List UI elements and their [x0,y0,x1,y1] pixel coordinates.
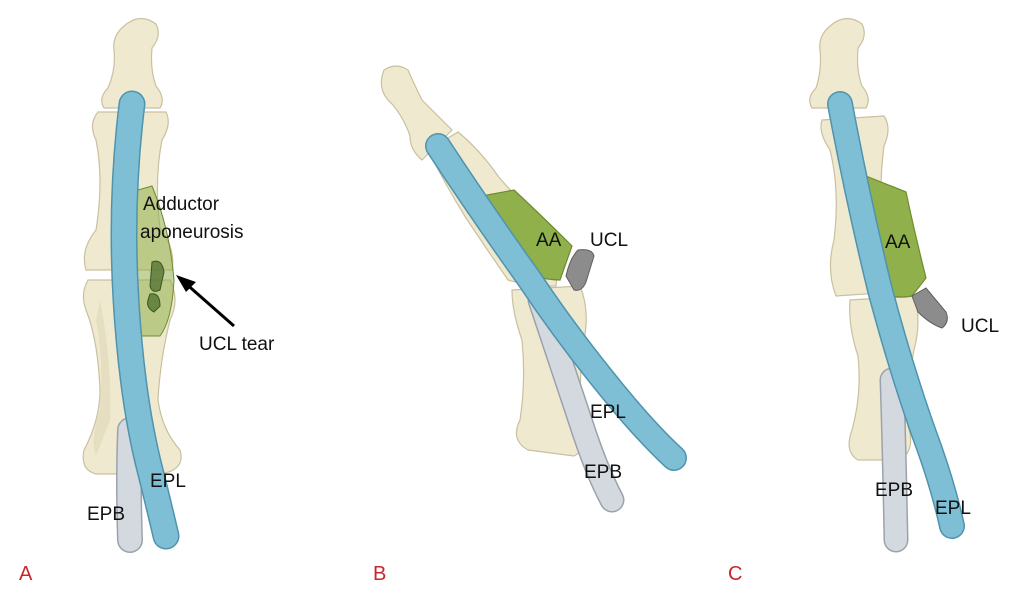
panel-c-epl-tendon [828,92,964,538]
panel-b-ucl [565,249,595,291]
panel-c-ucl [911,287,948,329]
panel-c-aa-label: AA [885,232,911,253]
panel-a-ucl-tear-arrow [183,280,235,328]
panel-a-epb-label: EPB [87,504,125,525]
panel-b-aa-label: AA [536,230,562,251]
panel-c-epl-label: EPL [935,498,971,519]
panel-c-epb-tendon [881,369,907,551]
panel-c-distal-phalanx [809,17,869,109]
panel-a-ucl-tear-arrowhead [176,275,196,292]
panel-a-adductor-label-2: aponeurosis [140,222,244,243]
panel-b-epl-label: EPL [590,402,626,423]
panel-a-label: A [19,563,33,585]
panel-a-epb-tendon [117,418,142,552]
panel-a-epl-tendon [112,92,178,548]
panel-b-ucl-label: UCL [590,230,628,251]
panel-b-label: B [373,563,386,585]
panel-c-epb-label: EPB [875,480,913,501]
panel-a: Adductor aponeurosis UCL tear EPL EPB A [19,17,275,585]
panel-a-ucl-tear [147,260,165,313]
panel-b-epb-tendon [529,289,623,511]
panel-a-adductor-label-1: Adductor [143,194,220,215]
panel-b-epl-tendon [426,134,686,470]
panel-a-epl-label: EPL [150,471,186,492]
panel-a-metacarpal-shade [93,300,111,456]
panel-c: AA UCL EPB EPL C [728,17,999,585]
panel-c-label: C [728,563,742,585]
panel-a-distal-phalanx [101,17,163,109]
panel-b-epb-label: EPB [584,462,622,483]
panel-a-ucl-tear-label: UCL tear [199,334,275,355]
panel-b: AA UCL EPL EPB B [373,65,687,585]
panel-c-ucl-label: UCL [961,316,999,337]
